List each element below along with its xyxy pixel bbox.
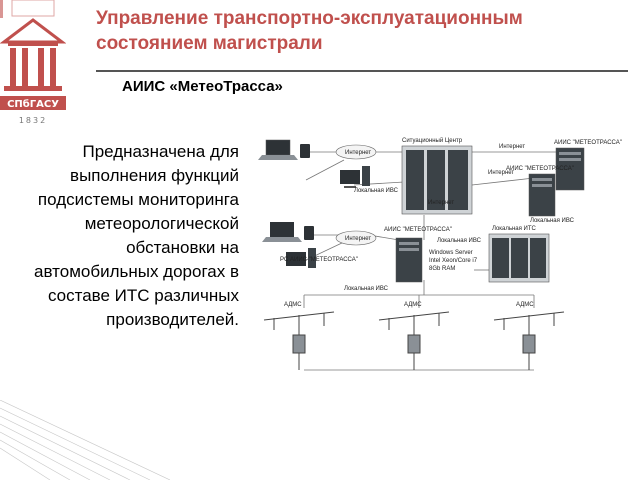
- pc-aiis-label: PC АИИС "МЕТЕОТРАССА": [280, 257, 358, 263]
- title-divider: [96, 70, 628, 72]
- internet-label-top: Интернет: [345, 150, 371, 156]
- internet-label-right2: Интернет: [488, 170, 514, 176]
- server-cpu-label: Intel Xeon/Core i7: [429, 258, 478, 264]
- aiis-server-right-mid: [528, 173, 556, 217]
- aiis-label-right-mid: АИИС "МЕТЕОТРАССА": [506, 166, 574, 172]
- adms-label-2: АДМС: [404, 302, 422, 308]
- situation-center-label: Ситуационный Центр: [402, 137, 463, 144]
- decorative-corner-lines: [0, 400, 170, 480]
- logo-text: СПбГАСУ: [7, 98, 59, 110]
- network-diagram: Ситуационный Центр Интернет Интернет Инт…: [258, 137, 622, 371]
- aiis-server-right-top: [555, 147, 585, 191]
- local-ivs-label-top: Локальная ИВС: [354, 188, 399, 194]
- adms-label-3: АДМС: [516, 302, 534, 308]
- laptop-icon: [262, 222, 302, 242]
- adms-label-1: АДМС: [284, 302, 302, 308]
- weather-station-icon: [493, 311, 565, 370]
- local-ivs-label-right: Локальная ИВС: [530, 218, 575, 224]
- aiis-server-center: [395, 237, 423, 283]
- internet-label-lower: Интернет: [428, 200, 454, 206]
- page-title: Управление транспортно-эксплуатационным …: [96, 8, 523, 54]
- logo-year: 1832: [19, 116, 47, 125]
- aiis-label-right-top: АИИС "МЕТЕОТРАССА": [554, 140, 622, 146]
- weather-station-icon: [378, 311, 450, 370]
- local-ivs-label-lower: Локальная ИВС: [344, 286, 389, 292]
- tablet-icon: [300, 144, 310, 158]
- local-ivs-label-mid: Локальная ИВС: [437, 238, 482, 244]
- laptop-icon: [258, 139, 298, 160]
- desktop-pc-icon: [286, 248, 316, 268]
- description-text: Предназначена для выполнения функций под…: [34, 142, 239, 329]
- tablet-icon: [304, 226, 314, 240]
- university-logo: СПбГАСУ 1832: [0, 0, 66, 128]
- local-its-label: Локальная ИТС: [492, 226, 537, 232]
- server-os-label: Windows Server: [429, 250, 473, 256]
- page-subtitle: АИИС «МетеоТрасса»: [122, 78, 283, 95]
- internet-label-mid: Интернет: [345, 236, 371, 242]
- aiis-label-center: АИИС "МЕТЕОТРАССА": [384, 227, 452, 233]
- cloud-icon: [335, 144, 377, 160]
- server-ram-label: 8Gb RAM: [429, 266, 455, 272]
- internet-label-right: Интернет: [499, 144, 525, 150]
- weather-station-icon: [263, 311, 335, 370]
- situation-center-servers: [401, 145, 473, 215]
- desktop-pc-icon: [340, 166, 370, 188]
- cloud-icon: [335, 230, 377, 246]
- local-its-servers: [488, 233, 550, 283]
